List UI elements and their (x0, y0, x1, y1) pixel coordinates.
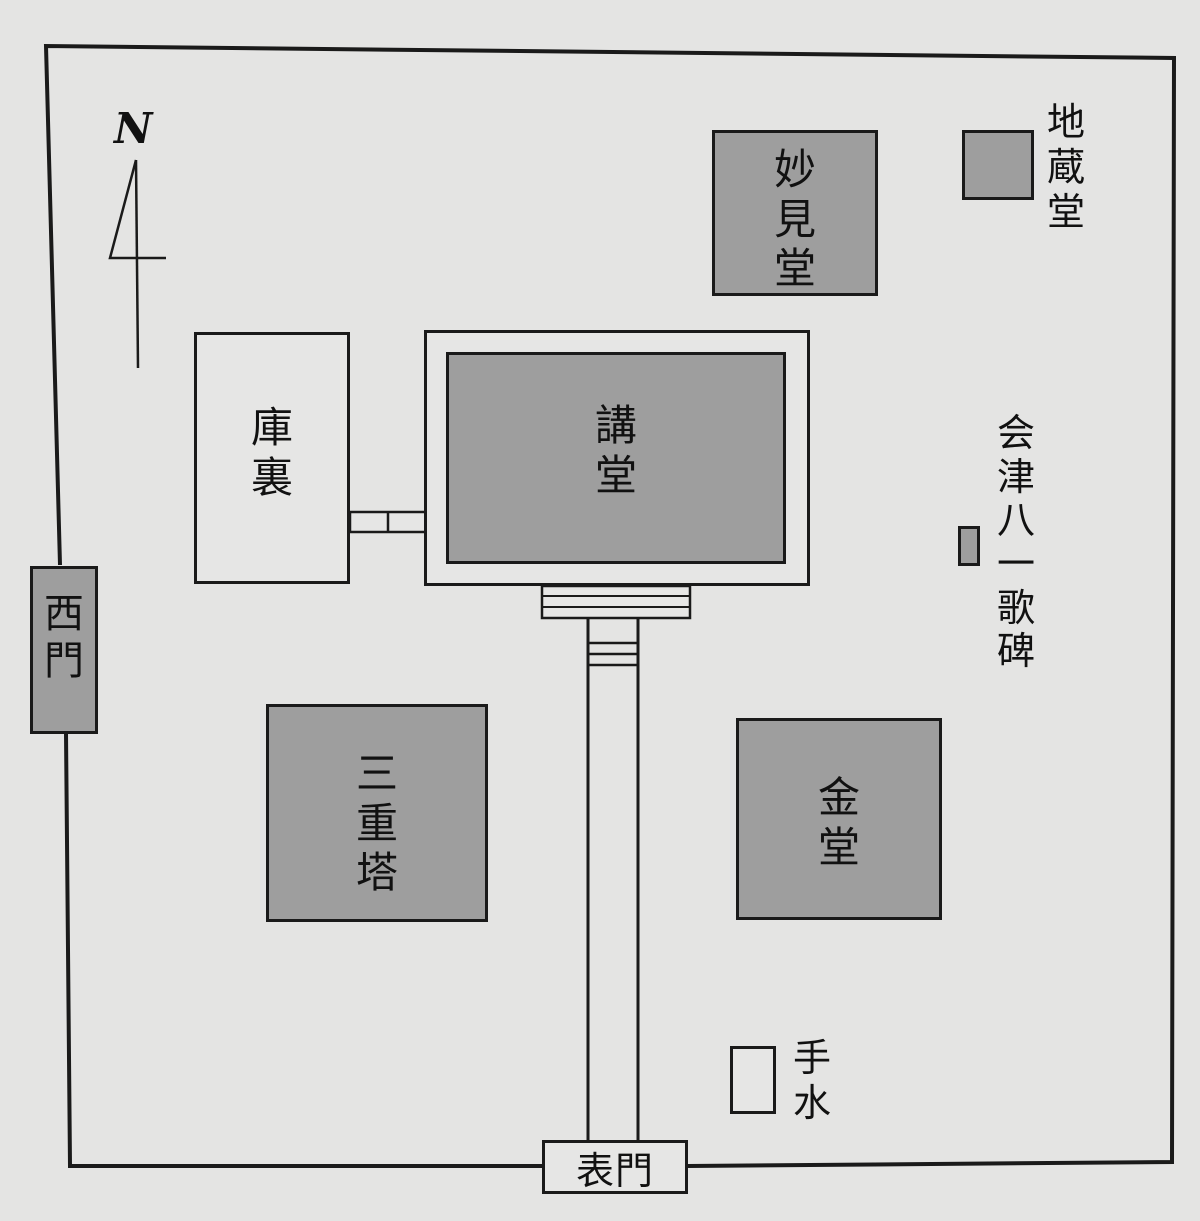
kuri-building: 庫裏 (194, 332, 350, 584)
kondo-building: 金堂 (736, 718, 942, 920)
sanjunoto-label: 三重塔 (355, 749, 398, 898)
myokendo-label: 妙見堂 (773, 145, 816, 294)
jizodo-building (962, 130, 1034, 200)
north-label: N (114, 104, 153, 153)
kodo-building: 講堂 (446, 352, 786, 564)
nishimon-label: 西門 (44, 591, 84, 685)
kahi-monument (958, 526, 980, 566)
kuri-label: 庫裏 (250, 403, 293, 502)
omotemon-label: 表門 (575, 1148, 654, 1193)
kondo-label: 金堂 (817, 773, 860, 872)
nishimon-gate: 西門 (30, 566, 98, 734)
temizu-basin (730, 1046, 776, 1114)
myokendo-building: 妙見堂 (712, 130, 878, 296)
omotemon-gate: 表門 (542, 1140, 688, 1194)
kodo-label: 講堂 (594, 401, 637, 500)
sanjunoto-building: 三重塔 (266, 704, 488, 922)
